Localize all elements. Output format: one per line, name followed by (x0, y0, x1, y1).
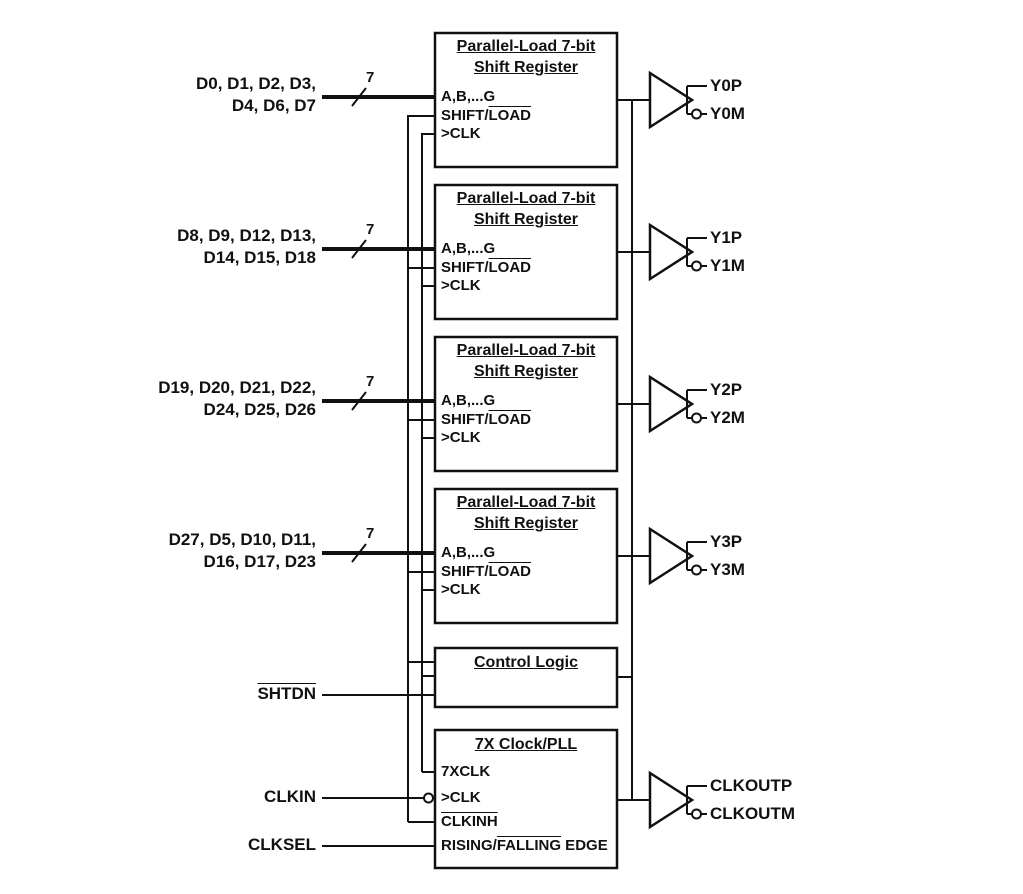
input-shtdn: SHTDN (110, 683, 316, 705)
driver-clkout-bubble-icon (691, 808, 702, 820)
edge-suffix: EDGE (561, 837, 608, 854)
sr4-shift-load-overlined: LOAD (488, 563, 532, 580)
shift-register-box-2 (433, 183, 619, 321)
sr4-input-pins-line1: D27, D5, D10, D11, (168, 530, 316, 549)
output-y2m: Y2M (710, 408, 745, 427)
sr4-shift-prefix: SHIFT/ (441, 563, 489, 580)
sr4-port-clk: >CLK (441, 581, 481, 598)
pll-port-clkinh: CLKINH (441, 811, 498, 833)
driver-y1-triangle-icon (648, 222, 695, 282)
output-y3p: Y3P (710, 532, 743, 551)
sr2-title-line2: Shift Register (473, 211, 578, 228)
sr2-shift-prefix: SHIFT/ (441, 259, 489, 276)
driver-y3-bubble-icon (691, 564, 702, 576)
control-logic-box (433, 646, 619, 709)
output-y1p: Y1P (710, 228, 743, 247)
driver-y0-triangle-icon (648, 70, 695, 130)
sr2-title-line1: Parallel-Load 7-bit (456, 190, 596, 207)
sr3-title-line1: Parallel-Load 7-bit (456, 342, 596, 359)
function-blocks (433, 31, 619, 870)
sr4-port-shiftload: SHIFT/LOAD (441, 561, 531, 583)
sr3-port-clk: >CLK (441, 429, 481, 446)
output-clkoutp: CLKOUTP (710, 776, 793, 795)
sr3-shift-prefix: SHIFT/ (441, 411, 489, 428)
sr1-port-clk: >CLK (441, 125, 481, 142)
control-logic-title: Control Logic (474, 654, 578, 671)
sr4-title-line1: Parallel-Load 7-bit (456, 494, 596, 511)
sr3-shift-load-overlined: LOAD (488, 411, 532, 428)
pll-port-7xclk: 7XCLK (441, 763, 491, 780)
sr1-bus-width: 7 (366, 69, 375, 86)
driver-y0 (648, 70, 707, 130)
driver-y0-bubble-icon (691, 108, 702, 120)
shift-register-box-3 (433, 335, 619, 473)
data-bus-lines (322, 95, 436, 555)
output-y0p: Y0P (710, 76, 743, 95)
clock-pll-box (433, 728, 619, 870)
input-clkin: CLKIN (264, 787, 316, 806)
bus-width-slashes (351, 87, 367, 563)
bus-slash-sr1 (351, 87, 367, 107)
sr4-title-line2: Shift Register (473, 515, 578, 532)
sr2-bus-width: 7 (366, 221, 375, 238)
sr3-input-pins-line1: D19, D20, D21, D22, (158, 378, 316, 397)
bus-slash-sr3 (351, 391, 367, 411)
sr2-input-pins-line2: D14, D15, D18 (203, 248, 316, 267)
pll-port-clk: >CLK (441, 789, 481, 806)
sr1-port-data: A,B,...G (441, 88, 496, 105)
clock-pll-title: 7X Clock/PLL (474, 736, 578, 753)
output-clkoutm: CLKOUTM (710, 804, 795, 823)
driver-y3-triangle-icon (648, 526, 695, 586)
output-y3m: Y3M (710, 560, 745, 579)
sr3-port-shiftload: SHIFT/LOAD (441, 409, 531, 431)
shift-register-box-1 (433, 31, 619, 169)
output-y2p: Y2P (710, 380, 743, 399)
clkinh-overlined: CLKINH (441, 813, 498, 830)
driver-y1 (648, 222, 707, 282)
sr2-input-pins-line1: D8, D9, D12, D13, (177, 226, 316, 245)
control-wires (322, 99, 650, 847)
driver-clkout-triangle-icon (648, 770, 695, 830)
shift-register-box-4 (433, 487, 619, 625)
sr4-bus-width: 7 (366, 525, 375, 542)
output-y0m: Y0M (710, 104, 745, 123)
sr1-title-line2: Shift Register (473, 59, 578, 76)
sr3-port-data: A,B,...G (441, 392, 496, 409)
bus-slash-sr4 (351, 543, 367, 563)
edge-prefix: RISING/ (441, 837, 497, 854)
driver-y3 (648, 526, 707, 586)
sr2-port-clk: >CLK (441, 277, 481, 294)
bus-slash-sr2 (351, 239, 367, 259)
driver-y2-triangle-icon (648, 374, 695, 434)
sr1-input-pins-line2: D4, D6, D7 (231, 96, 316, 115)
output-drivers (648, 70, 707, 830)
sr1-shift-prefix: SHIFT/ (441, 107, 489, 124)
clkin-inversion-bubble-icon (423, 792, 434, 804)
shtdn-overlined: SHTDN (257, 684, 316, 703)
driver-y1-bubble-icon (691, 260, 702, 272)
pll-port-edge-select: RISING/FALLING EDGE (441, 835, 608, 857)
sr2-port-shiftload: SHIFT/LOAD (441, 257, 531, 279)
driver-y2 (648, 374, 707, 434)
sr1-title-line1: Parallel-Load 7-bit (456, 38, 596, 55)
sr2-port-data: A,B,...G (441, 240, 496, 257)
sr3-input-pins-line2: D24, D25, D26 (203, 400, 316, 419)
driver-y2-bubble-icon (691, 412, 702, 424)
sr1-shift-load-overlined: LOAD (488, 107, 532, 124)
sr4-port-data: A,B,...G (441, 544, 496, 561)
sr2-shift-load-overlined: LOAD (488, 259, 532, 276)
sr4-input-pins-line2: D16, D17, D23 (203, 552, 316, 571)
output-y1m: Y1M (710, 256, 745, 275)
sr3-title-line2: Shift Register (473, 363, 578, 380)
sr1-port-shiftload: SHIFT/LOAD (441, 105, 531, 127)
driver-clkout (648, 770, 707, 830)
sr1-input-pins-line1: D0, D1, D2, D3, (196, 74, 316, 93)
sr3-bus-width: 7 (366, 373, 375, 390)
input-clksel: CLKSEL (248, 835, 316, 854)
wires (322, 87, 650, 847)
edge-falling-overlined: FALLING (496, 837, 562, 854)
